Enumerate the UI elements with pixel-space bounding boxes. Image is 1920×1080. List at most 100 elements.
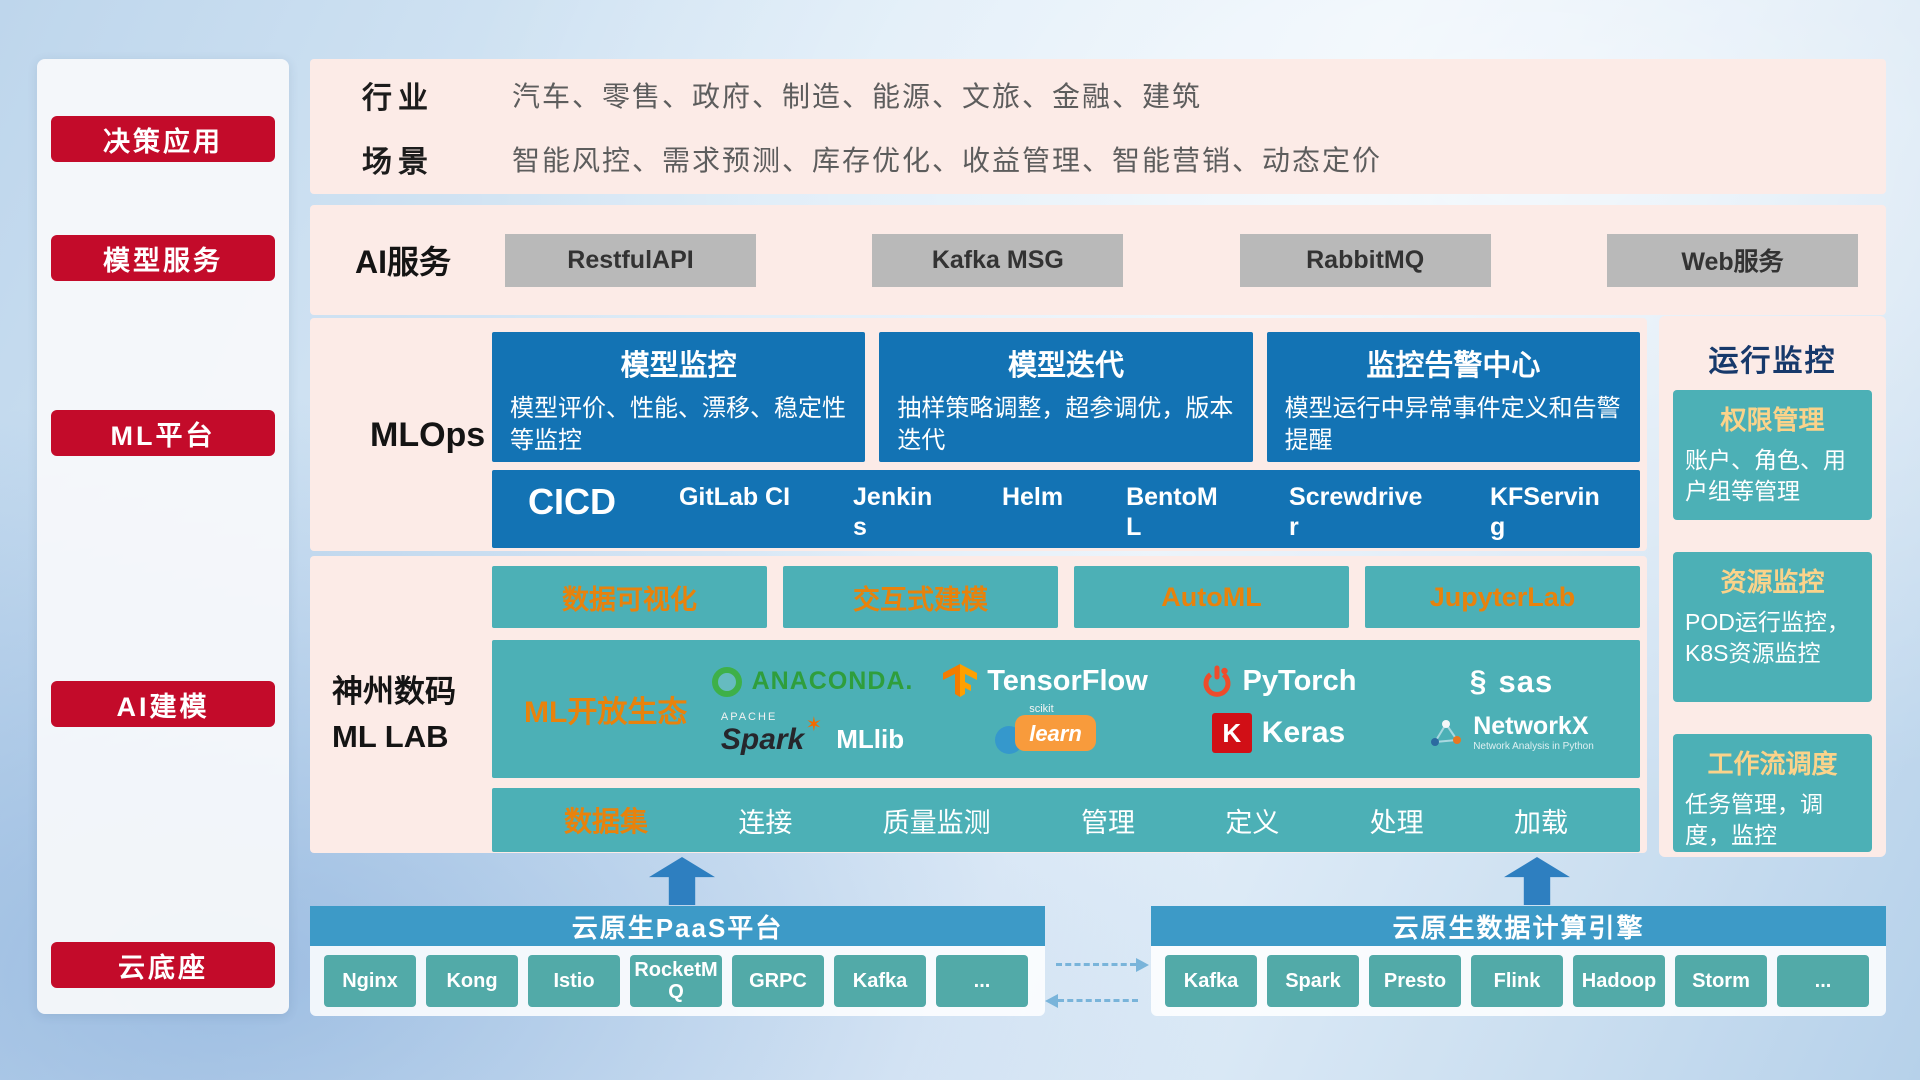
sidebar-item-decision-apps: 决策应用 [51,116,275,162]
industry-scenario-band: 行业 汽车、零售、政府、制造、能源、文旅、金融、建筑 场景 智能风控、需求预测、… [310,59,1886,194]
paas-platform-bar: 云原生PaaS平台 [310,906,1045,946]
node-kafka-engine: Kafka [1165,955,1257,1007]
card-alert-center: 监控告警中心 模型运行中异常事件定义和告警提醒 [1266,332,1640,462]
industry-row: 行业 汽车、零售、政府、制造、能源、文旅、金融、建筑 [362,73,1886,117]
pytorch-icon [1203,665,1231,697]
card-title: 权限管理 [1720,405,1825,435]
mlops-band: MLOps 模型监控 模型评价、性能、漂移、稳定性等监控 模型迭代 抽样策略调整… [310,318,1647,551]
dataset-row: 数据集 连接 质量监测 管理 定义 处理 加载 [492,788,1640,852]
service-web: Web服务 [1606,233,1858,287]
dataset-title: 数据集 [564,806,649,837]
sas-text: sas [1498,663,1554,699]
service-kafka-msg: Kafka MSG [872,233,1124,287]
sas-logo: § sas [1395,664,1628,700]
card-desc: POD运行监控，K8S资源监控 [1685,609,1850,667]
node-istio: Istio [528,955,620,1007]
mlops-cards: 模型监控 模型评价、性能、漂移、稳定性等监控 模型迭代 抽样策略调整，超参调优，… [492,332,1640,462]
networkx-text: NetworkX [1473,712,1589,740]
networkx-textblock: NetworkX Network Analysis in Python [1473,714,1594,752]
mllab-tools-row: 数据可视化 交互式建模 AutoML JupyterLab [492,566,1640,628]
spark-star-icon: ✶ [805,713,823,736]
mlops-label: MLOps [370,416,486,454]
sas-swoosh-icon: § [1469,664,1487,698]
card-desc: 抽样策略调整，超参调优，版本迭代 [897,395,1234,455]
mllab-label-line1: 神州数码 [332,674,456,709]
dataset-quality: 质量监测 [882,807,991,838]
cicd-gitlab-ci: GitLab CI [678,483,791,511]
scikit-learn-text: learn [1029,721,1082,746]
scenario-list: 智能风控、需求预测、库存优化、收益管理、智能营销、动态定价 [512,144,1383,176]
spark-mllib-logo: APACHE Spark✶ MLlib [696,710,929,755]
card-title: 模型监控 [620,350,737,382]
scikit-learn-mark: scikit learn [995,703,1096,754]
cicd-kfserving: KFServing [1489,483,1600,541]
card-resource-monitoring: 资源监控 POD运行监控，K8S资源监控 [1673,552,1872,702]
node-grpc: GRPC [732,955,824,1007]
tool-jupyterlab: JupyterLab [1365,566,1640,628]
node-rocketmq: RocketMQ [630,955,722,1007]
card-desc: 模型评价、性能、漂移、稳定性等监控 [510,395,846,455]
layer-sidebar: 决策应用 模型服务 ML平台 AI建模 云底座 [37,59,289,1014]
ai-service-row: RestfulAPI Kafka MSG RabbitMQ Web服务 [505,233,1866,287]
scikit-learn-logo: scikit learn [929,703,1162,754]
node-kafka: Kafka [834,955,926,1007]
industry-list: 汽车、零售、政府、制造、能源、文旅、金融、建筑 [512,80,1203,112]
paas-node-strip: Nginx Kong Istio RocketMQ GRPC Kafka ... [310,946,1045,1016]
sidebar-item-ai-modeling: AI建模 [51,681,275,727]
tool-interactive-modeling: 交互式建模 [783,566,1058,628]
dataset-process: 处理 [1369,807,1424,838]
networkx-logo: NetworkX Network Analysis in Python [1395,714,1628,752]
spark-wordmark: APACHE Spark✶ [720,710,822,755]
node-kong: Kong [426,955,518,1007]
ml-ecosystem-logos: ANACONDA. TensorFlow PyTorch § sas APACH… [696,663,1628,755]
ai-service-band: AI服务 RestfulAPI Kafka MSG RabbitMQ Web服务 [310,205,1886,315]
mllib-text: MLlib [836,723,905,754]
tool-data-visualization: 数据可视化 [492,566,767,628]
tensorflow-text: TensorFlow [987,665,1148,697]
scenario-label: 场景 [362,145,434,179]
mllab-label: 神州数码 ML LAB [332,670,487,760]
cicd-screwdriver: Screwdriver [1289,483,1423,541]
networkx-icon [1431,720,1462,746]
card-desc: 账户、角色、用户组等管理 [1685,447,1846,505]
cicd-title: CICD [528,481,616,522]
tensorflow-logo: TensorFlow [929,663,1162,700]
up-arrow-left-icon [649,857,715,905]
scikit-learn-badge: scikit learn [1015,703,1096,751]
dataset-connect: 连接 [738,807,793,838]
sidebar-item-model-services: 模型服务 [51,235,275,281]
node-spark: Spark [1267,955,1359,1007]
pytorch-text: PyTorch [1242,665,1357,697]
anaconda-logo: ANACONDA. [696,666,929,697]
up-arrow-right-icon [1504,857,1570,905]
cicd-row: CICD GitLab CI Jenkins Helm BentoML Scre… [492,470,1640,548]
node-storm: Storm [1675,955,1767,1007]
networkx-subtitle: Network Analysis in Python [1473,741,1594,752]
mllab-band: 神州数码 ML LAB 数据可视化 交互式建模 AutoML JupyterLa… [310,556,1647,853]
scenario-row: 场景 智能风控、需求预测、库存优化、收益管理、智能营销、动态定价 [362,137,1886,181]
keras-icon: K [1211,713,1252,753]
anaconda-text: ANACONDA. [751,667,914,695]
ml-ecosystem-title: ML开放生态 [524,696,688,729]
service-restfulapi: RestfulAPI [505,233,756,287]
industry-label: 行业 [362,81,434,115]
card-title: 工作流调度 [1707,749,1838,779]
card-desc: 任务管理，调度，监控 [1685,791,1823,849]
anaconda-icon [711,666,742,697]
dataset-manage: 管理 [1081,807,1135,838]
node-presto: Presto [1369,955,1461,1007]
spark-apache-text: APACHE [720,710,778,723]
card-workflow-scheduling: 工作流调度 任务管理，调度，监控 [1673,734,1872,852]
cicd-bentoml: BentoML [1126,483,1218,541]
card-permission-management: 权限管理 账户、角色、用户组等管理 [1673,390,1872,520]
tool-automl: AutoML [1074,566,1349,628]
sidebar-item-ml-platform: ML平台 [51,410,275,456]
node-more: ... [936,955,1028,1007]
card-model-iteration: 模型迭代 抽样策略调整，超参调优，版本迭代 [879,332,1253,462]
card-title: 资源监控 [1720,567,1825,597]
card-desc: 模型运行中异常事件定义和告警提醒 [1284,395,1621,455]
data-engine-bar: 云原生数据计算引擎 [1151,906,1886,946]
engine-node-strip: Kafka Spark Presto Flink Hadoop Storm ..… [1151,946,1886,1016]
dataset-load: 加载 [1513,807,1568,838]
